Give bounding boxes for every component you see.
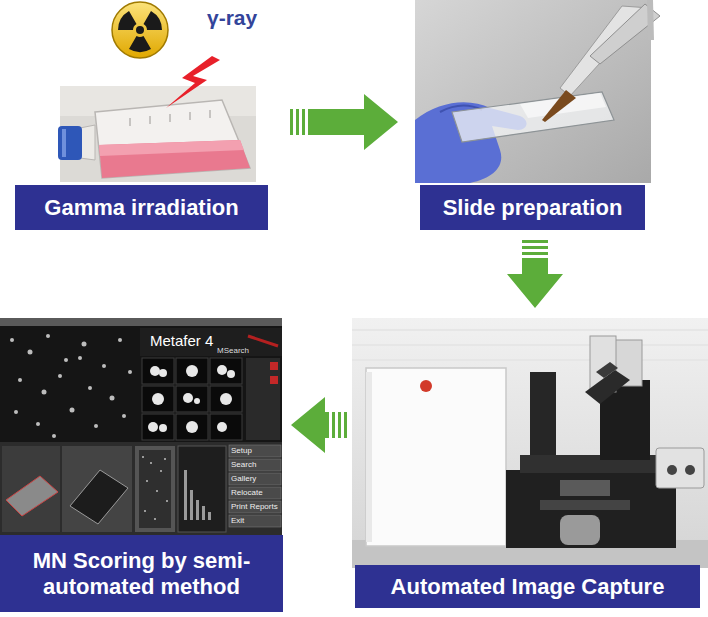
radiation-label: γ-ray <box>207 6 257 29</box>
screen-text: Gallery <box>231 475 256 484</box>
screen-text: Setup <box>231 447 252 456</box>
screen-text: Search <box>231 461 256 470</box>
slide-photo <box>415 0 660 183</box>
process-step: Slide preparation <box>420 0 645 230</box>
screen-text: Exit <box>231 517 244 526</box>
step-label: MN Scoring by semi-automated method <box>0 535 283 612</box>
screen-text: Relocate <box>231 489 263 498</box>
flow-arrow <box>507 240 563 308</box>
process-step: Gamma irradiation <box>15 0 268 230</box>
process-step: Automated Image Capture <box>355 318 700 608</box>
radiation-symbol <box>112 2 168 58</box>
step-label: Automated Image Capture <box>355 565 700 608</box>
screen-text: MSearch <box>217 347 249 356</box>
flask-photo <box>58 86 256 182</box>
flow-arrow <box>291 397 347 453</box>
flow-arrow <box>290 94 398 150</box>
step-label: Slide preparation <box>420 185 645 230</box>
screen-text: Print Reports <box>231 503 278 512</box>
lightning-bolt <box>166 56 220 108</box>
microscope-photo <box>352 318 708 568</box>
step-label: Gamma irradiation <box>15 185 268 230</box>
screen-text: Metafer 4 <box>150 333 213 350</box>
software-screenshot <box>0 318 282 535</box>
